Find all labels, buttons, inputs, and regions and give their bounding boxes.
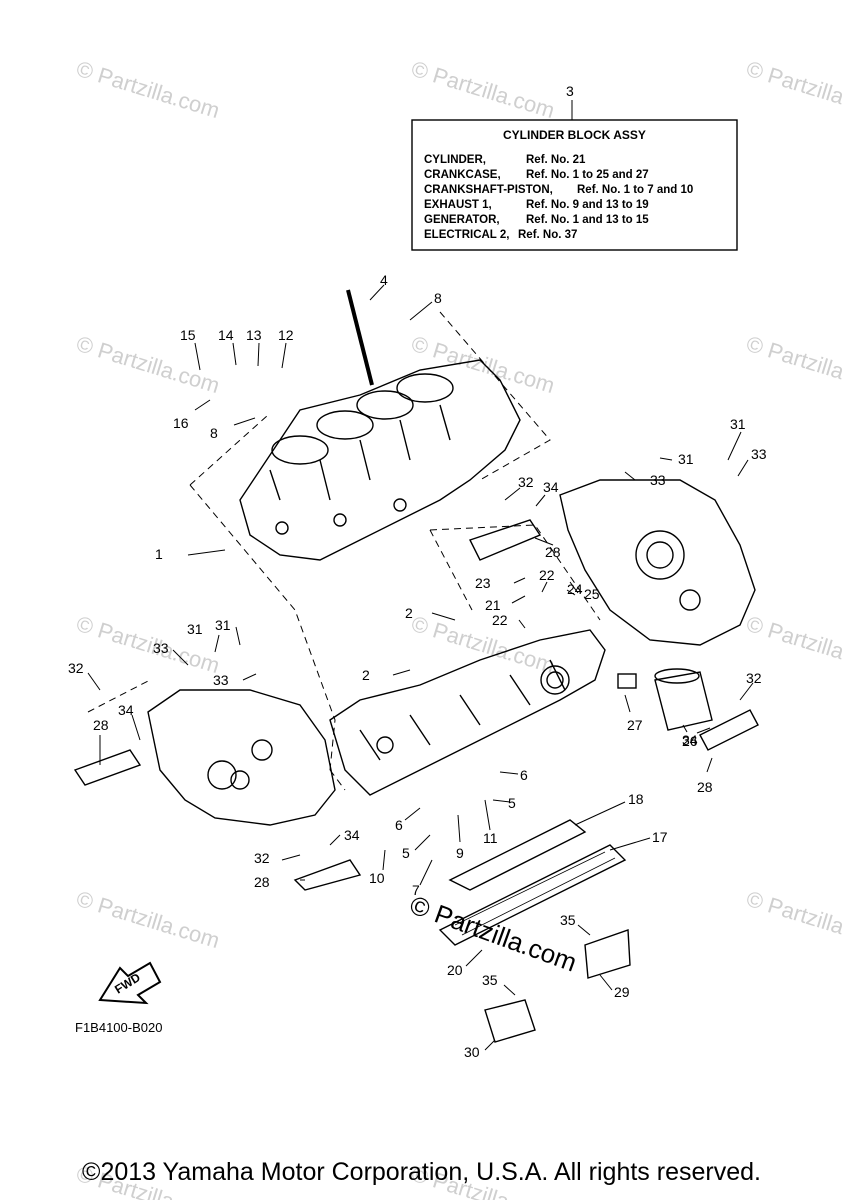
watermark: © Partzilla.com [409,331,558,398]
watermark: © Partzilla.com [744,56,843,123]
callout-label: 4 [380,272,388,288]
callout-label: 5 [508,795,516,811]
callout-label: 31 [678,451,694,467]
callout-label: 34 [682,732,698,748]
callout-label: 15 [180,327,196,343]
legend-row-name: CRANKCASE, [424,169,501,181]
callout-label: 6 [395,817,403,833]
callout-label: 5 [402,845,410,861]
callout-label: 28 [93,717,109,733]
callout-label: 8 [210,425,218,441]
callout-label: 12 [278,327,294,343]
legend-row-value: Ref. No. 1 to 7 and 10 [577,184,693,196]
callout-label: 25 [584,586,600,602]
callout-label: 10 [369,870,385,886]
callout-label: 3 [566,83,574,99]
callout-label: 26 [682,733,698,749]
copyright-notice: ©2013 Yamaha Motor Corporation, U.S.A. A… [82,1158,761,1186]
watermark: © Partzilla.com [74,886,223,953]
callout-label: 22 [492,612,508,628]
lower-crankcase [329,629,606,796]
callout-label: 32 [746,670,762,686]
callout-label: 24 [567,581,583,597]
callout-label: 33 [153,640,169,656]
callout-label: 28 [697,779,713,795]
callout-label: 30 [464,1044,480,1060]
assembly-guides [87,311,601,791]
callout-label: 33 [650,472,666,488]
legend-row-name: ELECTRICAL 2, [424,229,509,241]
callout-label: 34 [344,827,360,843]
legend-row-value: Ref. No. 21 [526,154,586,166]
left-side-cover [147,689,336,826]
callout-label: 20 [447,962,463,978]
callout-label: 7 [412,882,420,898]
mount-brackets [73,519,759,1043]
watermark: © Partzilla.com [74,331,223,398]
watermark: © Partzilla.com [744,611,843,678]
callout-label: 6 [520,767,528,783]
callout-label: 14 [218,327,234,343]
callout-label: 34 [118,702,134,718]
oil-filter [617,668,713,731]
callout-label: 23 [475,575,491,591]
legend-row-value: Ref. No. 1 and 13 to 15 [526,214,649,226]
callout-label: 1 [155,546,163,562]
callout-label: 34 [543,479,559,495]
right-side-cover [559,479,756,646]
callout-label: 21 [485,597,501,613]
callout-label: 33 [751,446,767,462]
watermark: © Partzilla.com [744,331,843,398]
cylinder-block [239,359,521,561]
callout-label: 32 [68,660,84,676]
drawing-code: F1B4100-B020 [75,1020,162,1035]
callout-label: 9 [456,845,464,861]
watermark: © Partzilla.com [74,56,223,123]
callout-label: 28 [545,544,561,560]
callout-label: 35 [560,912,576,928]
callout-label: 31 [730,416,746,432]
callout-label: 8 [434,290,442,306]
legend-title: CYLINDER BLOCK ASSY [503,128,646,142]
watermark: © Partzilla.com [744,886,843,953]
watermark: © Partzilla.com [409,56,558,123]
assembly-legend: 3 CYLINDER BLOCK ASSY CYLINDER, Ref. No.… [411,83,738,251]
legend-row-name: GENERATOR, [424,214,500,226]
callout-label: 2 [405,605,413,621]
callout-label: 18 [628,791,644,807]
callout-label: 29 [614,984,630,1000]
legend-row-value: Ref. No. 37 [518,229,577,241]
callout-label: 31 [215,617,231,633]
callout-label: 13 [246,327,262,343]
callout-label: 17 [652,829,668,845]
gaskets [438,819,627,946]
callouts: 4 8 15 14 13 12 16 8 1 31 33 31 33 32 34… [68,272,767,1060]
watermark: © Partzilla.com [409,611,558,678]
leader-lines [87,284,754,1051]
callout-label: 22 [539,567,555,583]
callout-label: 2 [362,667,370,683]
callout-label: 28 [254,874,270,890]
callout-label: 16 [173,415,189,431]
callout-label: 33 [213,672,229,688]
callout-label: 35 [482,972,498,988]
callout-label: 32 [254,850,270,866]
callout-label: 27 [627,717,643,733]
callout-label: 31 [187,621,203,637]
legend-row-value: Ref. No. 1 to 25 and 27 [526,169,649,181]
callout-label: 32 [518,474,534,490]
stud-bolt [346,289,374,386]
legend-row-name: CRANKSHAFT-PISTON, [424,184,553,196]
callout-label: 11 [483,830,498,846]
forward-arrow: FWD [98,961,162,1005]
legend-row-name: CYLINDER, [424,154,486,166]
legend-row-name: EXHAUST 1, [424,199,492,211]
legend-row-value: Ref. No. 9 and 13 to 19 [526,199,649,211]
